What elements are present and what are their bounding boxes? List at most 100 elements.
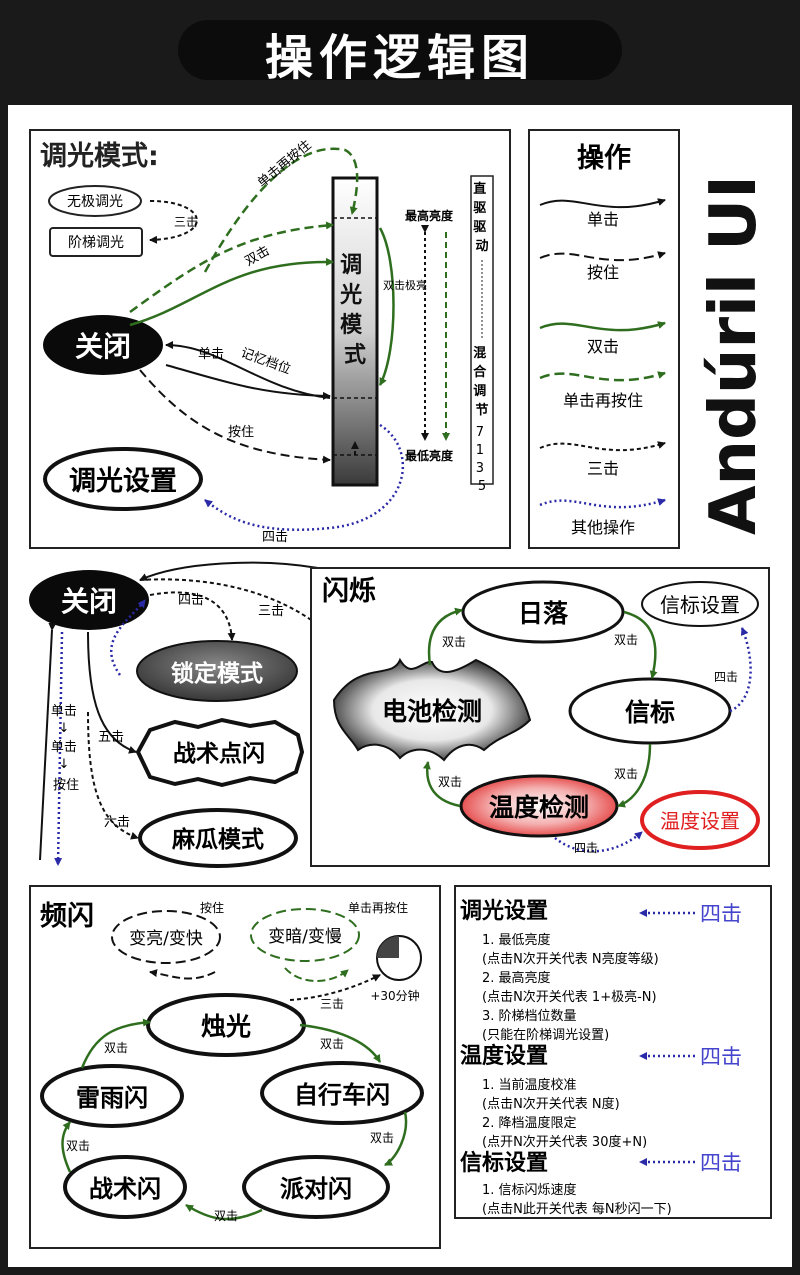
mix-digit: 1 xyxy=(476,443,484,458)
mix-char: 调 xyxy=(473,384,486,399)
quad-label: 四击 xyxy=(262,530,288,545)
ramp-config-label: 调光设置 xyxy=(69,466,177,497)
temp-quad-arrow xyxy=(554,831,643,853)
single-hold-loop-arrow xyxy=(203,147,359,273)
ramp-column xyxy=(331,176,379,487)
sequence-step: ↓ xyxy=(58,721,69,736)
temp-check-label: 温度检测 xyxy=(489,793,589,822)
beacon-to-temp-arrow xyxy=(617,743,652,808)
settings-line: (只能在阶梯调光设置) xyxy=(482,1028,609,1043)
strobe-double-c: 双击 xyxy=(214,1209,238,1223)
unlock-sequence: 单击 ↓ 单击 ↓ 按住 xyxy=(51,704,81,793)
settings-temp-lines: 1. 当前温度校准 (点击N次开关代表 N度) 2. 降档温度限定 (点开N次开… xyxy=(482,1077,647,1150)
bike-label: 自行车闪 xyxy=(294,1081,390,1109)
floor-label: 最低亮度 xyxy=(405,448,454,463)
stepped-ramp-node xyxy=(49,227,143,257)
settings-beacon-lines: 1. 信标闪烁速度 (点击N此开关代表 每N秒闪一下) xyxy=(482,1182,672,1217)
dimmer-loop-arrow xyxy=(284,967,349,982)
driver-char: 直 xyxy=(473,181,486,197)
bike-to-party-arrow xyxy=(384,1111,408,1167)
ramp-config-node xyxy=(43,447,203,511)
settings-line: 2. 最高亮度 xyxy=(482,970,551,986)
lightning-label: 雷雨闪 xyxy=(76,1084,148,1112)
mix-vertical-label: 混 合 调 节 xyxy=(473,346,491,418)
settings-ramp-quad-label: 四击 xyxy=(700,902,742,926)
ramp-panel: 调光模式: 无极调光 阶梯调光 三击 关闭 调 光 模 式 单击再按住 双击 xyxy=(29,129,511,549)
brighter-node xyxy=(111,910,221,964)
tactical-to-lightning-arrow xyxy=(61,1121,72,1173)
single-off-arrow xyxy=(165,341,331,399)
beacon-config-label: 信标设置 xyxy=(660,593,740,617)
brighter-loop-arrow xyxy=(149,969,216,980)
settings-temp-title: 温度设置 xyxy=(460,1043,548,1069)
sequence-step: ↓ xyxy=(58,757,69,772)
battery-check-node xyxy=(332,657,532,762)
ramp-column-char: 模 xyxy=(340,313,363,338)
blink-to-off-arrow xyxy=(139,561,319,581)
party-node xyxy=(242,1155,390,1219)
double-turbo-label-a: 双击极亮 xyxy=(383,278,427,292)
sequence-step: 按住 xyxy=(53,778,79,793)
driver-char: 驱 xyxy=(473,220,486,235)
timer-label: +30分钟 xyxy=(370,988,419,1003)
hold-floor-arrow xyxy=(139,369,331,464)
lockout-label: 锁定模式 xyxy=(171,660,263,687)
blink-double-label-c: 双击 xyxy=(614,767,638,781)
legend-panel: 操作 单击 按住 双击 单击再按住 三击 其他操作 Andúril UI xyxy=(528,129,771,549)
lockout-off-node xyxy=(29,570,149,630)
legend-single-hold-label: 单击再按住 xyxy=(563,391,643,410)
temp-config-label: 温度设置 xyxy=(660,809,740,833)
brighter-label: 变亮/变快 xyxy=(129,929,203,949)
blink-double-label-b: 双击 xyxy=(614,633,638,647)
off-to-lockout-arrow xyxy=(149,591,236,641)
legend-double-label: 双击 xyxy=(587,337,619,356)
sunset-label: 日落 xyxy=(518,599,569,628)
quad-config-arrow xyxy=(204,423,404,531)
sunset-to-beacon-arrow xyxy=(623,610,658,679)
legend-double-arrow xyxy=(539,321,666,332)
legend-hold-arrow xyxy=(539,251,666,262)
single-hold-arrow xyxy=(129,221,334,314)
lockout-off-label: 关闭 xyxy=(61,585,117,618)
sunset-node xyxy=(461,580,625,644)
strobe-double-e: 双击 xyxy=(104,1041,128,1055)
settings-line: (点击N此开关代表 每N秒闪一下) xyxy=(482,1201,672,1217)
ramp-off-node xyxy=(43,315,163,375)
strobe-double-b: 双击 xyxy=(370,1131,394,1145)
dimmer-label: 变暗/变慢 xyxy=(268,926,342,947)
beacon-label: 信标 xyxy=(625,698,675,727)
lockout-node xyxy=(136,640,298,702)
tactical-node xyxy=(63,1155,187,1219)
settings-line: (点击N次开关代表 1+极亮-N) xyxy=(482,989,657,1005)
party-label: 派对闪 xyxy=(280,1175,352,1203)
off-up-line xyxy=(39,622,57,861)
lockout-quad-arrow xyxy=(110,599,146,676)
ramp-column-char: 式 xyxy=(344,343,366,368)
bike-node xyxy=(260,1061,424,1125)
lockout-quad-label: 四击 xyxy=(178,593,204,608)
driver-char: 动 xyxy=(475,239,488,254)
tactical-strobe-label: 战术点闪 xyxy=(173,741,265,767)
lightning-node xyxy=(40,1064,184,1128)
temp-config-node xyxy=(640,790,760,850)
dimmer-node xyxy=(250,908,360,962)
settings-ramp-lines: 1. 最低亮度 (点击N次开关代表 N亮度等级) 2. 最高亮度 (点击N次开关… xyxy=(482,932,663,1043)
double-turbo-arrow xyxy=(129,257,334,327)
settings-line: (点击N次开关代表 N亮度等级) xyxy=(482,951,659,967)
strobe-hold-label: 按住 xyxy=(200,901,224,915)
smooth-ramp-label: 无极调光 xyxy=(67,194,123,210)
battery-to-sunset-arrow xyxy=(427,607,463,666)
double-ceiling-arrow xyxy=(378,227,395,386)
tactical-label: 战术闪 xyxy=(89,1175,161,1203)
settings-ramp-title: 调光设置 xyxy=(460,899,548,924)
legend-frame xyxy=(528,129,680,549)
settings-line: 3. 阶梯档位数量 xyxy=(482,1009,577,1024)
ramp-column-char: 光 xyxy=(339,283,362,308)
single-label: 单击 xyxy=(198,347,224,362)
driver-char: 驱 xyxy=(473,201,486,216)
momentary-node xyxy=(138,808,298,868)
header-pill xyxy=(178,20,622,80)
ramp-column-char: 调 xyxy=(340,253,362,278)
brand-label: Andúril UI xyxy=(697,175,771,535)
